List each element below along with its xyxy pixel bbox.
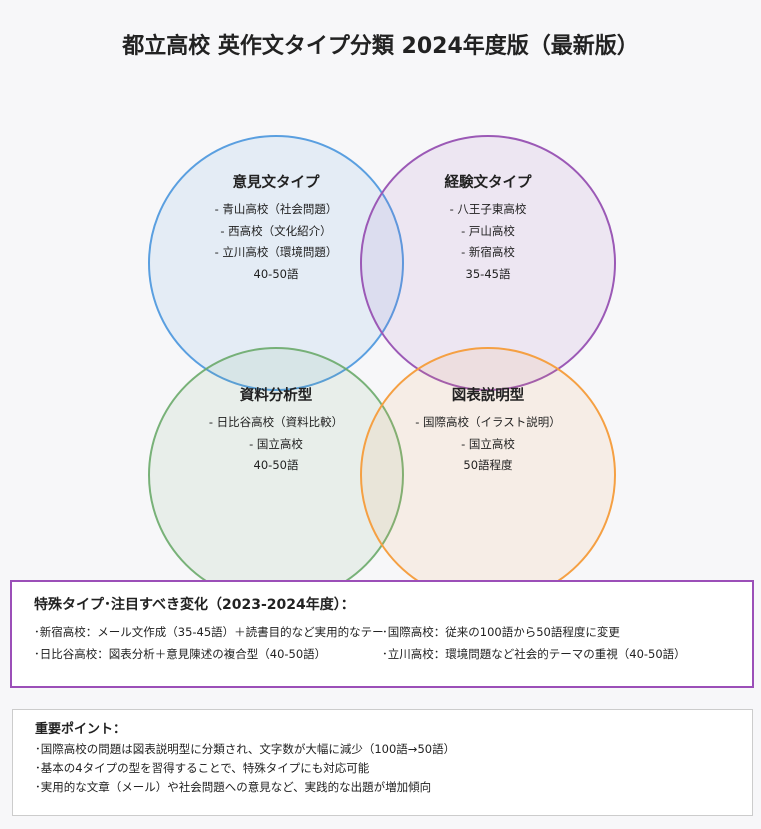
point-item: ･実用的な文章（メール）や社会問題への意見など、実践的な出題が増加傾向 bbox=[35, 780, 432, 794]
special-types-box: 特殊タイプ･注目すべき変化（2023-2024年度）： ･新宿高校：メール文作成… bbox=[10, 580, 754, 688]
figure-type-title: 図表説明型 bbox=[451, 388, 525, 404]
experience-type-group: 経験文タイプ - 八王子東高校 - 戸山高校 - 新宿高校 35-45語 bbox=[368, 173, 608, 285]
figure-type-group: 図表説明型 - 国際高校（イラスト説明） - 国立高校 50語程度 bbox=[368, 386, 608, 477]
special-item: ･国際高校：従来の100語から50語程度に変更 bbox=[382, 625, 620, 639]
list-item: - 国立高校 bbox=[249, 436, 303, 451]
key-points-box: 重要ポイント： ･国際高校の問題は図表説明型に分類され、文字数が大幅に減少（10… bbox=[12, 709, 753, 816]
word-count: 40-50語 bbox=[253, 266, 299, 281]
point-item: ･国際高校の問題は図表説明型に分類され、文字数が大幅に減少（100語→50語） bbox=[35, 742, 456, 756]
list-item: - 八王子東高校 bbox=[449, 202, 527, 216]
special-heading: 特殊タイプ･注目すべき変化（2023-2024年度）： bbox=[34, 597, 355, 613]
list-item: - 国際高校（イラスト説明） bbox=[415, 415, 561, 429]
list-item: - 西高校（文化紹介） bbox=[220, 223, 332, 238]
word-count: 40-50語 bbox=[253, 458, 299, 472]
list-item: - 戸山高校 bbox=[461, 223, 515, 238]
special-item: ･新宿高校：メール文作成（35-45語）＋読書目的など実用的なテー bbox=[34, 625, 384, 639]
circle-experience bbox=[360, 135, 616, 391]
page-title: 都立高校 英作文タイプ分類 2024年度版（最新版） bbox=[122, 34, 639, 59]
opinion-type-title: 意見文タイプ bbox=[232, 175, 320, 191]
points-heading: 重要ポイント： bbox=[35, 722, 127, 737]
opinion-type-group: 意見文タイプ - 青山高校（社会問題） - 西高校（文化紹介） - 立川高校（環… bbox=[156, 173, 396, 285]
experience-type-title: 経験文タイプ bbox=[444, 175, 532, 191]
special-item: ･日比谷高校：図表分析＋意見陳述の複合型（40-50語） bbox=[34, 647, 327, 661]
list-item: - 日比谷高校（資料比較） bbox=[208, 415, 344, 429]
point-item: ･基本の4タイプの型を習得することで、特殊タイプにも対応可能 bbox=[35, 761, 370, 775]
special-item: ･立川高校：環境問題など社会的テーマの重視（40-50語） bbox=[382, 647, 686, 661]
list-item: - 青山高校（社会問題） bbox=[214, 202, 338, 216]
circle-figure bbox=[360, 347, 616, 600]
word-count: 50語程度 bbox=[463, 458, 513, 472]
word-count: 35-45語 bbox=[465, 266, 511, 281]
data-analysis-type-title: 資料分析型 bbox=[239, 388, 313, 404]
list-item: - 立川高校（環境問題） bbox=[214, 245, 338, 259]
circle-opinion bbox=[148, 135, 404, 391]
data-analysis-type-group: 資料分析型 - 日比谷高校（資料比較） - 国立高校 40-50語 bbox=[156, 386, 396, 477]
venn-diagram bbox=[148, 135, 616, 600]
list-item: - 新宿高校 bbox=[461, 245, 515, 259]
circle-data-analysis bbox=[148, 347, 404, 600]
list-item: - 国立高校 bbox=[461, 436, 515, 451]
